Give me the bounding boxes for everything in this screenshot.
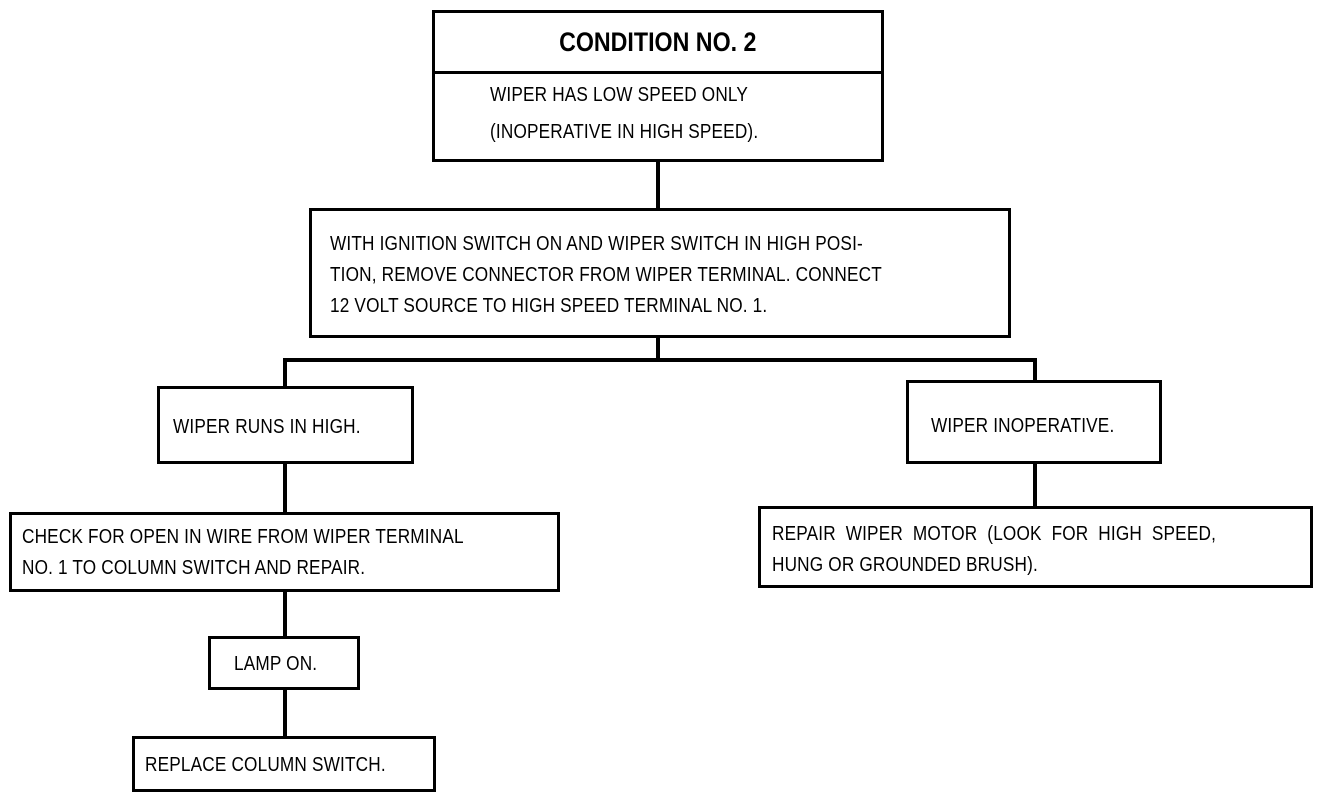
left-action-line-2: NO. 1 TO COLUMN SWITCH AND REPAIR. bbox=[22, 557, 366, 579]
connector-right-drop bbox=[1033, 358, 1037, 382]
final-action-box: REPLACE COLUMN SWITCH. bbox=[132, 736, 436, 792]
condition-title: CONDITION NO. 2 bbox=[559, 26, 757, 57]
test-procedure-box: WITH IGNITION SWITCH ON AND WIPER SWITCH… bbox=[309, 208, 1011, 338]
right-action-box: REPAIR WIPER MOTOR (LOOK FOR HIGH SPEED,… bbox=[758, 506, 1313, 588]
connector-left-drop bbox=[283, 358, 287, 388]
connector-lamp-to-final bbox=[283, 688, 287, 738]
right-result-text: WIPER INOPERATIVE. bbox=[931, 415, 1115, 437]
condition-box: CONDITION NO. 2 WIPER HAS LOW SPEED ONLY… bbox=[432, 10, 884, 162]
right-result-box: WIPER INOPERATIVE. bbox=[906, 380, 1162, 464]
condition-line-2: (INOPERATIVE IN HIGH SPEED). bbox=[490, 121, 759, 143]
right-action-line-1: REPAIR WIPER MOTOR (LOOK FOR HIGH SPEED, bbox=[772, 523, 1217, 545]
lamp-on-text: LAMP ON. bbox=[234, 653, 318, 675]
test-line-2: TION, REMOVE CONNECTOR FROM WIPER TERMIN… bbox=[330, 264, 882, 286]
connector-action-to-lamp bbox=[283, 590, 287, 638]
left-result-text: WIPER RUNS IN HIGH. bbox=[173, 416, 361, 438]
connector-test-down bbox=[656, 336, 660, 360]
lamp-on-box: LAMP ON. bbox=[208, 636, 360, 690]
condition-header: CONDITION NO. 2 bbox=[435, 13, 881, 74]
final-action-text: REPLACE COLUMN SWITCH. bbox=[145, 754, 386, 776]
left-action-box: CHECK FOR OPEN IN WIRE FROM WIPER TERMIN… bbox=[9, 512, 560, 592]
test-line-1: WITH IGNITION SWITCH ON AND WIPER SWITCH… bbox=[330, 233, 863, 255]
left-action-line-1: CHECK FOR OPEN IN WIRE FROM WIPER TERMIN… bbox=[22, 526, 464, 548]
left-result-box: WIPER RUNS IN HIGH. bbox=[157, 386, 414, 464]
connector-right-result-to-action bbox=[1033, 462, 1037, 508]
right-action-line-2: HUNG OR GROUNDED BRUSH). bbox=[772, 554, 1038, 576]
condition-line-1: WIPER HAS LOW SPEED ONLY bbox=[490, 84, 749, 106]
connector-condition-to-test bbox=[656, 160, 660, 210]
connector-branch-horizontal bbox=[283, 358, 1037, 362]
test-line-3: 12 VOLT SOURCE TO HIGH SPEED TERMINAL NO… bbox=[330, 295, 768, 317]
connector-left-result-to-action bbox=[283, 462, 287, 514]
